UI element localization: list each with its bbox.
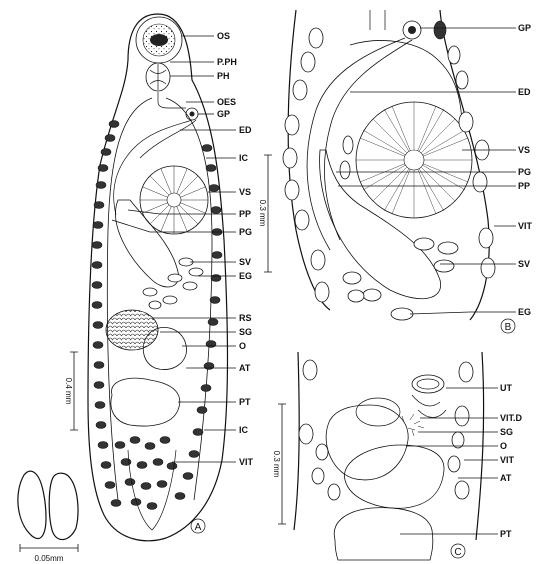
label-sg: SG: [239, 327, 252, 337]
b-label-sv: SV: [518, 259, 530, 269]
label-pph: P.PH: [217, 57, 237, 67]
b-label-pp: PP: [518, 181, 530, 191]
label-oes: OES: [217, 97, 236, 107]
panel-letter-b: B: [505, 322, 512, 333]
label-gp: GP: [217, 109, 230, 119]
label-pt: PT: [239, 397, 251, 407]
label-sv: SV: [239, 257, 251, 267]
eggs-inset: 0.05mm: [18, 471, 78, 563]
panel-letter-a: A: [195, 522, 202, 533]
scale-bar-a: 0.4 mm: [64, 352, 78, 430]
panel-b: GP ED VS PG PP VIT SV EG 0.3 mm B: [258, 10, 533, 333]
b-label-gp: GP: [518, 23, 531, 33]
b-label-pg: PG: [518, 167, 531, 177]
anterior-testis: [111, 378, 180, 426]
panel-letter-c: C: [454, 547, 461, 558]
c-seminal-receptacle: [326, 405, 408, 480]
c-label-at: AT: [500, 473, 512, 483]
scale-bar-b: 0.3 mm: [258, 155, 272, 272]
egg-right: [49, 473, 78, 539]
scale-label-c: 0.3 mm: [272, 451, 281, 478]
panel-a: OS P.PH PH OES GP ED IC VS PP PG SV EG R…: [64, 14, 254, 541]
label-vs: VS: [239, 187, 251, 197]
label-ic: IC: [239, 153, 249, 163]
label-o: O: [239, 341, 246, 351]
egg-left: [18, 471, 46, 538]
c-label-vitd: VIT.D: [500, 413, 523, 423]
c-ovary: [356, 398, 400, 426]
label-eg: EG: [239, 271, 252, 281]
panel-c: UT VIT.D SG O VIT AT PT 0.3 mm C: [272, 352, 523, 560]
seminal-receptacle: [106, 310, 158, 350]
scale-label-a: 0.4 mm: [64, 378, 73, 405]
c-label-pt: PT: [500, 529, 512, 539]
label-ed: ED: [239, 125, 252, 135]
scale-label-b: 0.3 mm: [258, 200, 267, 227]
label-at: AT: [239, 363, 251, 373]
label-pp: PP: [239, 209, 251, 219]
label-ph: PH: [217, 71, 230, 81]
label-rs: RS: [239, 313, 252, 323]
c-vitellaria: [299, 360, 473, 500]
label-ic-posterior: IC: [239, 425, 249, 435]
b-label-ed: ED: [518, 87, 531, 97]
c-label-sg: SG: [500, 427, 513, 437]
label-os: OS: [217, 31, 230, 41]
b-label-eg: EG: [518, 307, 531, 317]
c-label-ut: UT: [500, 383, 512, 393]
label-pg: PG: [239, 227, 252, 237]
scale-label-eggs: 0.05mm: [35, 554, 64, 563]
scale-bar-c: 0.3 mm: [272, 404, 286, 524]
b-label-vit: VIT: [518, 221, 533, 231]
label-vit: VIT: [239, 457, 254, 467]
vitellaria-posterior: [115, 437, 177, 510]
b-label-vs: VS: [518, 145, 530, 155]
c-label-vit: VIT: [500, 455, 515, 465]
c-anterior-testis: [344, 445, 444, 508]
eggs: [143, 258, 203, 309]
c-label-o: O: [500, 441, 507, 451]
